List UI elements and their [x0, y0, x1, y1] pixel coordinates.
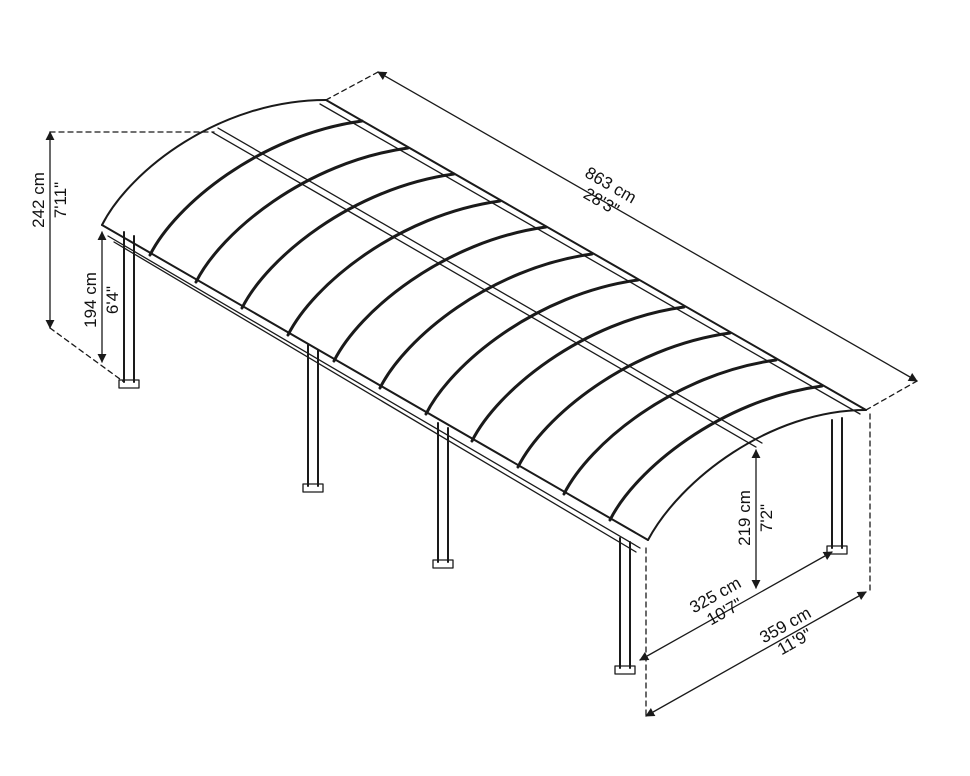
- dimension-lines: [45, 71, 918, 717]
- rafter: [148, 119, 364, 257]
- post-back-left: [118, 231, 140, 389]
- length-extension-right: [865, 380, 918, 411]
- post-mid-1: [302, 344, 324, 493]
- roof-front-beam: [101, 224, 649, 541]
- roof-front-beam-lower: [107, 235, 641, 549]
- length-dimension-line: [377, 71, 918, 382]
- rafter: [608, 384, 824, 522]
- rafter: [240, 172, 456, 310]
- rafter: [516, 331, 732, 469]
- total-height-metric-label: 242 cm: [29, 172, 48, 228]
- rafter: [424, 278, 640, 416]
- length-extension-left: [325, 71, 379, 101]
- rafter: [562, 358, 778, 496]
- post-front-right: [826, 417, 848, 555]
- total-height-imperial-label: 7'11": [51, 182, 70, 218]
- post-front-left: [614, 537, 636, 675]
- rafter: [194, 146, 410, 284]
- low-height-metric-label: 194 cm: [81, 272, 100, 328]
- total-height-extension-bottom: [49, 327, 125, 383]
- rafter: [332, 225, 548, 363]
- carport-roof: [101, 99, 867, 553]
- post-mid-2: [432, 422, 454, 569]
- roof-end-arch-right: [647, 409, 867, 541]
- roof-back-beam: [325, 99, 867, 411]
- roof-end-arch-left: [101, 99, 327, 226]
- outer-width-dimension-line: [645, 591, 867, 717]
- rafter: [470, 305, 686, 443]
- rafter: [286, 199, 502, 337]
- carport-posts: [118, 231, 848, 675]
- front-height-metric-label: 219 cm: [735, 490, 754, 546]
- roof-front-beam-lower2: [113, 241, 637, 553]
- roof-ridge-strip-2: [217, 127, 763, 444]
- front-height-imperial-label: 7'2": [757, 504, 776, 532]
- low-height-imperial-label: 6'4": [103, 286, 122, 314]
- rafter: [378, 252, 594, 390]
